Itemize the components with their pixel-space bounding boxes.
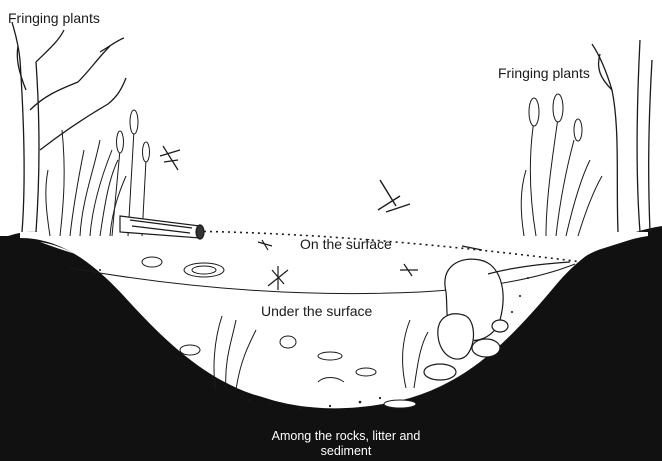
water-weed-icon [521,118,602,236]
label-on-the-surface: On the surface [300,237,392,251]
tree-icon [592,40,652,232]
dragonfly-icon [378,180,410,212]
label-under-the-surface: Under the surface [261,304,372,318]
label-fringing-plants-left: Fringing plants [8,11,100,25]
label-fringing-plants-right: Fringing plants [498,66,590,80]
dragonfly-icon [160,146,180,170]
label-among-rocks-litter-sediment: Among the rocks, litter and sediment [251,429,441,459]
tree-icon [12,22,126,232]
